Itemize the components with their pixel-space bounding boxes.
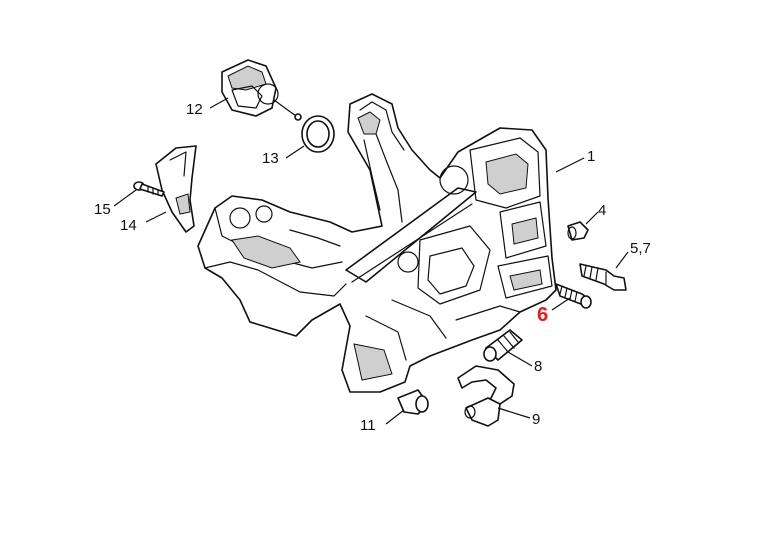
callout-6: 6 [537,304,548,326]
part-1-crankcase[interactable] [197,93,557,393]
leader-1 [555,157,585,173]
callout-1: 1 [587,148,595,165]
part-12-component[interactable] [221,59,302,121]
callout-14: 14 [120,217,137,234]
leader-6 [551,297,571,311]
callout-labels: 1 4 5,7 6 8 9 11 12 13 14 15 [94,101,651,434]
leader-4 [585,211,599,225]
part-14-bracket[interactable] [155,145,197,233]
part-11-bushing[interactable] [397,389,429,415]
callout-12: 12 [186,101,203,118]
leader-lines [113,97,629,425]
leader-13 [285,145,305,159]
callout-15: 15 [94,201,111,218]
leader-11 [385,409,405,425]
leader-9 [497,407,531,419]
callout-11: 11 [360,417,376,434]
callout-8: 8 [534,358,542,375]
part-13-o-ring[interactable] [301,115,335,153]
callout-9: 9 [532,411,540,428]
part-5-7-stud[interactable] [579,263,627,291]
leader-14 [145,211,167,223]
part-15-screw[interactable] [133,181,165,197]
leader-8 [507,351,533,367]
callout-13: 13 [262,150,279,167]
leader-12 [209,97,229,109]
leader-15 [113,189,137,207]
part-8-fitting[interactable] [483,329,523,362]
leader-5-7 [615,251,629,269]
part-4-sleeve[interactable] [567,221,589,241]
part-6-bolt[interactable] [555,283,592,309]
callout-4: 4 [598,202,606,219]
part-9-hose[interactable] [457,365,515,427]
callout-5-7: 5,7 [630,240,651,257]
